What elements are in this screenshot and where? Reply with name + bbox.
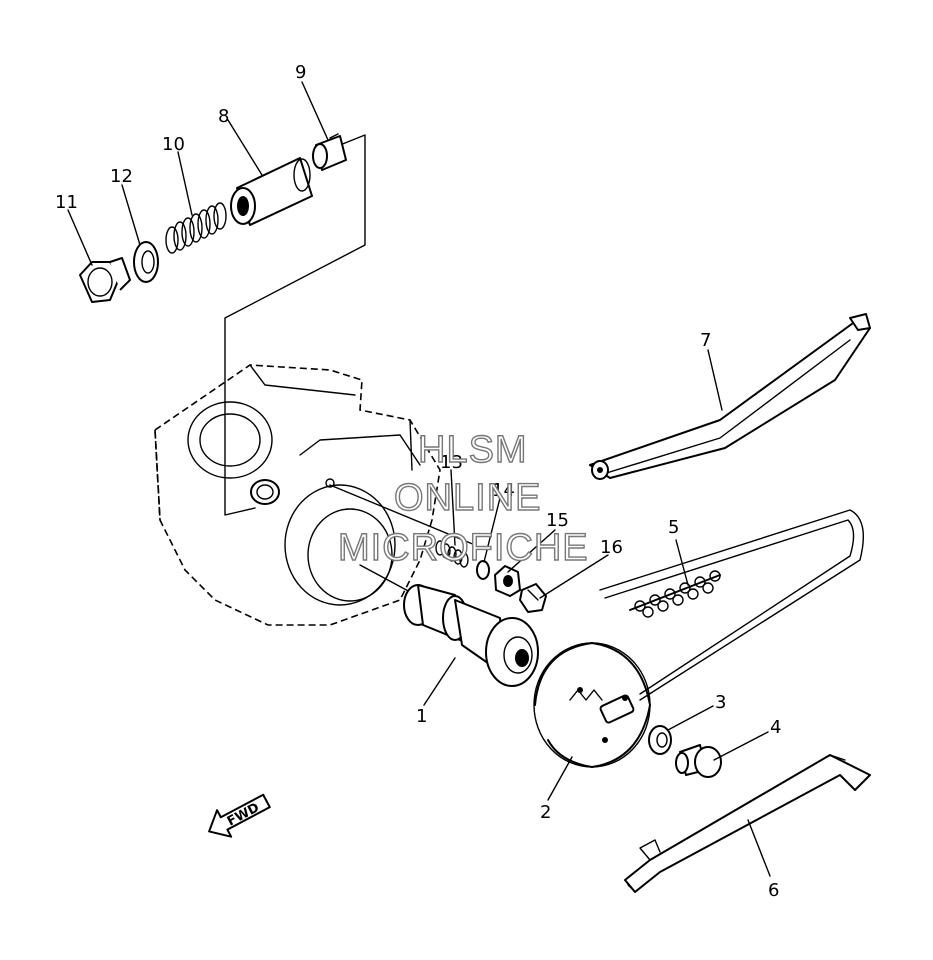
callout-10: 10	[162, 134, 185, 155]
leader-lines	[67, 81, 771, 877]
hex-bolt-11	[79, 257, 131, 303]
tensioner-rod-8	[230, 157, 313, 226]
spring-10	[165, 202, 227, 254]
callout-4: 4	[770, 717, 781, 738]
cam-sprocket	[533, 642, 651, 768]
callout-14: 14	[492, 480, 515, 501]
camshaft	[403, 584, 539, 687]
callout-12: 12	[110, 166, 133, 187]
callout-16: 16	[600, 537, 623, 558]
cap-nut-16	[519, 583, 547, 613]
fwd-arrow-icon: FWD	[208, 793, 271, 838]
callout-13: 13	[440, 452, 463, 473]
washer-12	[133, 241, 159, 283]
callout-7: 7	[700, 330, 711, 351]
cam-chain	[599, 509, 864, 701]
callout-8: 8	[218, 106, 229, 127]
callout-2: 2	[540, 802, 551, 823]
callout-5: 5	[668, 517, 679, 538]
washer-3	[648, 725, 672, 755]
chain-guide-6	[624, 754, 871, 893]
engine-case-outline	[154, 364, 441, 626]
watermark-line1: HLSM	[418, 429, 528, 471]
cap-9	[312, 133, 347, 171]
bolt-4	[675, 744, 722, 778]
watermark: HLSM ONLINE MICROFICHE	[337, 428, 589, 569]
watermark-line3: MICROFICHE	[338, 527, 589, 569]
callout-9: 9	[295, 62, 306, 83]
callout-1: 1	[416, 706, 427, 727]
nut-15	[494, 565, 521, 597]
watermark-line2: ONLINE	[394, 477, 541, 519]
callout-11: 11	[55, 192, 78, 213]
callout-6: 6	[768, 880, 779, 901]
small-spring-13	[435, 540, 469, 568]
chain-tensioner-guide-7	[589, 313, 871, 480]
callout-15: 15	[546, 510, 569, 531]
o-ring-14	[476, 560, 490, 580]
callout-3: 3	[715, 692, 726, 713]
callout-labels: 1 2 3 4 5 6 7 8 9 10 11 12 13 14 15 16	[55, 62, 781, 901]
